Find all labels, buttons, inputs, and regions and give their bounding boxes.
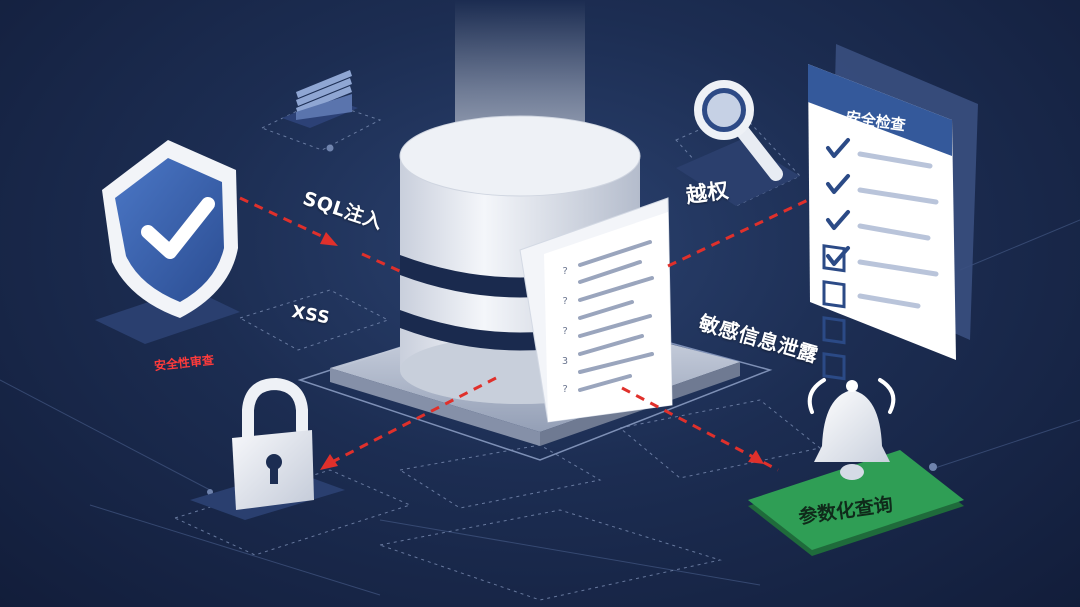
svg-text:?: ? [562, 266, 568, 277]
shield-check-icon [95, 140, 240, 344]
stack-layers-icon [282, 70, 358, 128]
arrow-heads [320, 232, 764, 470]
svg-text:?: ? [562, 326, 568, 337]
privilege-escalation-label: 越权 [684, 178, 731, 208]
background-dots [207, 144, 937, 495]
background-lines [0, 219, 1080, 596]
padlock-icon [190, 377, 345, 520]
document-icon: ? ? ? 3 ? [519, 197, 673, 423]
magnifier-icon [676, 80, 800, 206]
bell-icon [748, 378, 964, 556]
svg-text:?: ? [562, 296, 568, 307]
svg-text:3: 3 [562, 356, 568, 367]
svg-text:?: ? [562, 384, 568, 395]
checklist-icon [808, 44, 978, 381]
